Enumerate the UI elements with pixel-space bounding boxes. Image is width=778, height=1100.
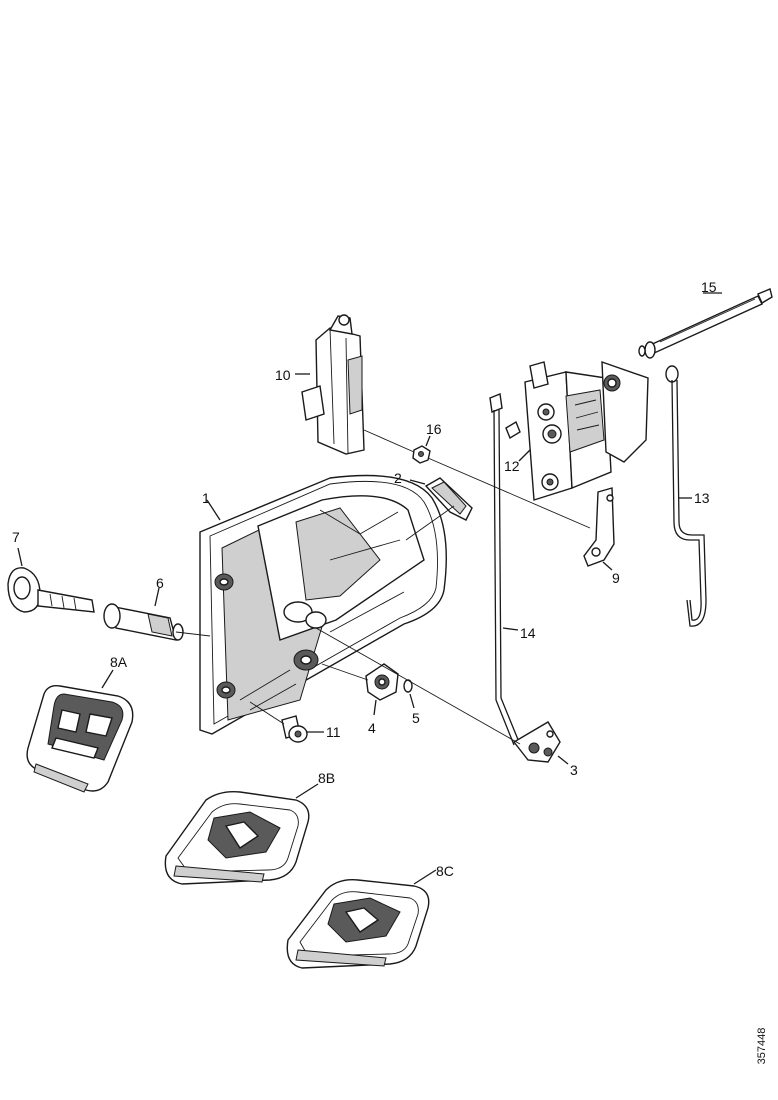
callout-4: 4 <box>368 720 376 736</box>
callout-8c: 8C <box>436 863 454 879</box>
part-15-bolt <box>638 288 773 359</box>
part-8b-remote <box>164 783 319 885</box>
callout-5: 5 <box>412 710 420 726</box>
callout-9: 9 <box>612 570 620 586</box>
callout-6: 6 <box>156 575 164 591</box>
part-9-lever <box>583 487 615 571</box>
part-8a-remote <box>26 669 134 793</box>
part-2-clip <box>409 477 473 521</box>
callout-10: 10 <box>275 367 291 383</box>
callout-8b: 8B <box>318 770 335 786</box>
callout-3: 3 <box>570 762 578 778</box>
part-6-lock-cylinder <box>103 587 184 641</box>
part-11-screw <box>281 715 324 743</box>
part-12-latch-mechanism <box>505 360 649 501</box>
document-number-text: 357448 <box>756 1027 768 1065</box>
part-7-key <box>7 547 95 613</box>
part-10-actuator <box>295 314 365 455</box>
part-14-rod <box>489 393 520 746</box>
callout-12: 12 <box>504 458 520 474</box>
callout-11: 11 <box>326 724 341 740</box>
callout-15: 15 <box>701 279 717 295</box>
assembly-lines <box>175 429 591 745</box>
part-4-bushing <box>365 663 399 716</box>
part-13-rod <box>665 365 707 627</box>
part-3-lever <box>512 721 569 765</box>
callout-16: 16 <box>426 421 442 437</box>
part-5-washer <box>403 679 415 709</box>
callout-labels: 1 2 3 4 5 6 7 8A 8B 8C 9 10 11 12 13 14 … <box>12 279 717 879</box>
part-8c-remote <box>286 869 437 969</box>
part-1-handle-housing <box>199 474 447 735</box>
callout-14: 14 <box>520 625 536 641</box>
callout-7: 7 <box>12 529 20 545</box>
document-number: 357448 <box>752 1018 770 1078</box>
callout-1: 1 <box>202 490 210 506</box>
callout-13: 13 <box>694 490 710 506</box>
part-16-nut <box>412 435 431 464</box>
callout-2: 2 <box>394 470 402 486</box>
callout-8a: 8A <box>110 654 128 670</box>
